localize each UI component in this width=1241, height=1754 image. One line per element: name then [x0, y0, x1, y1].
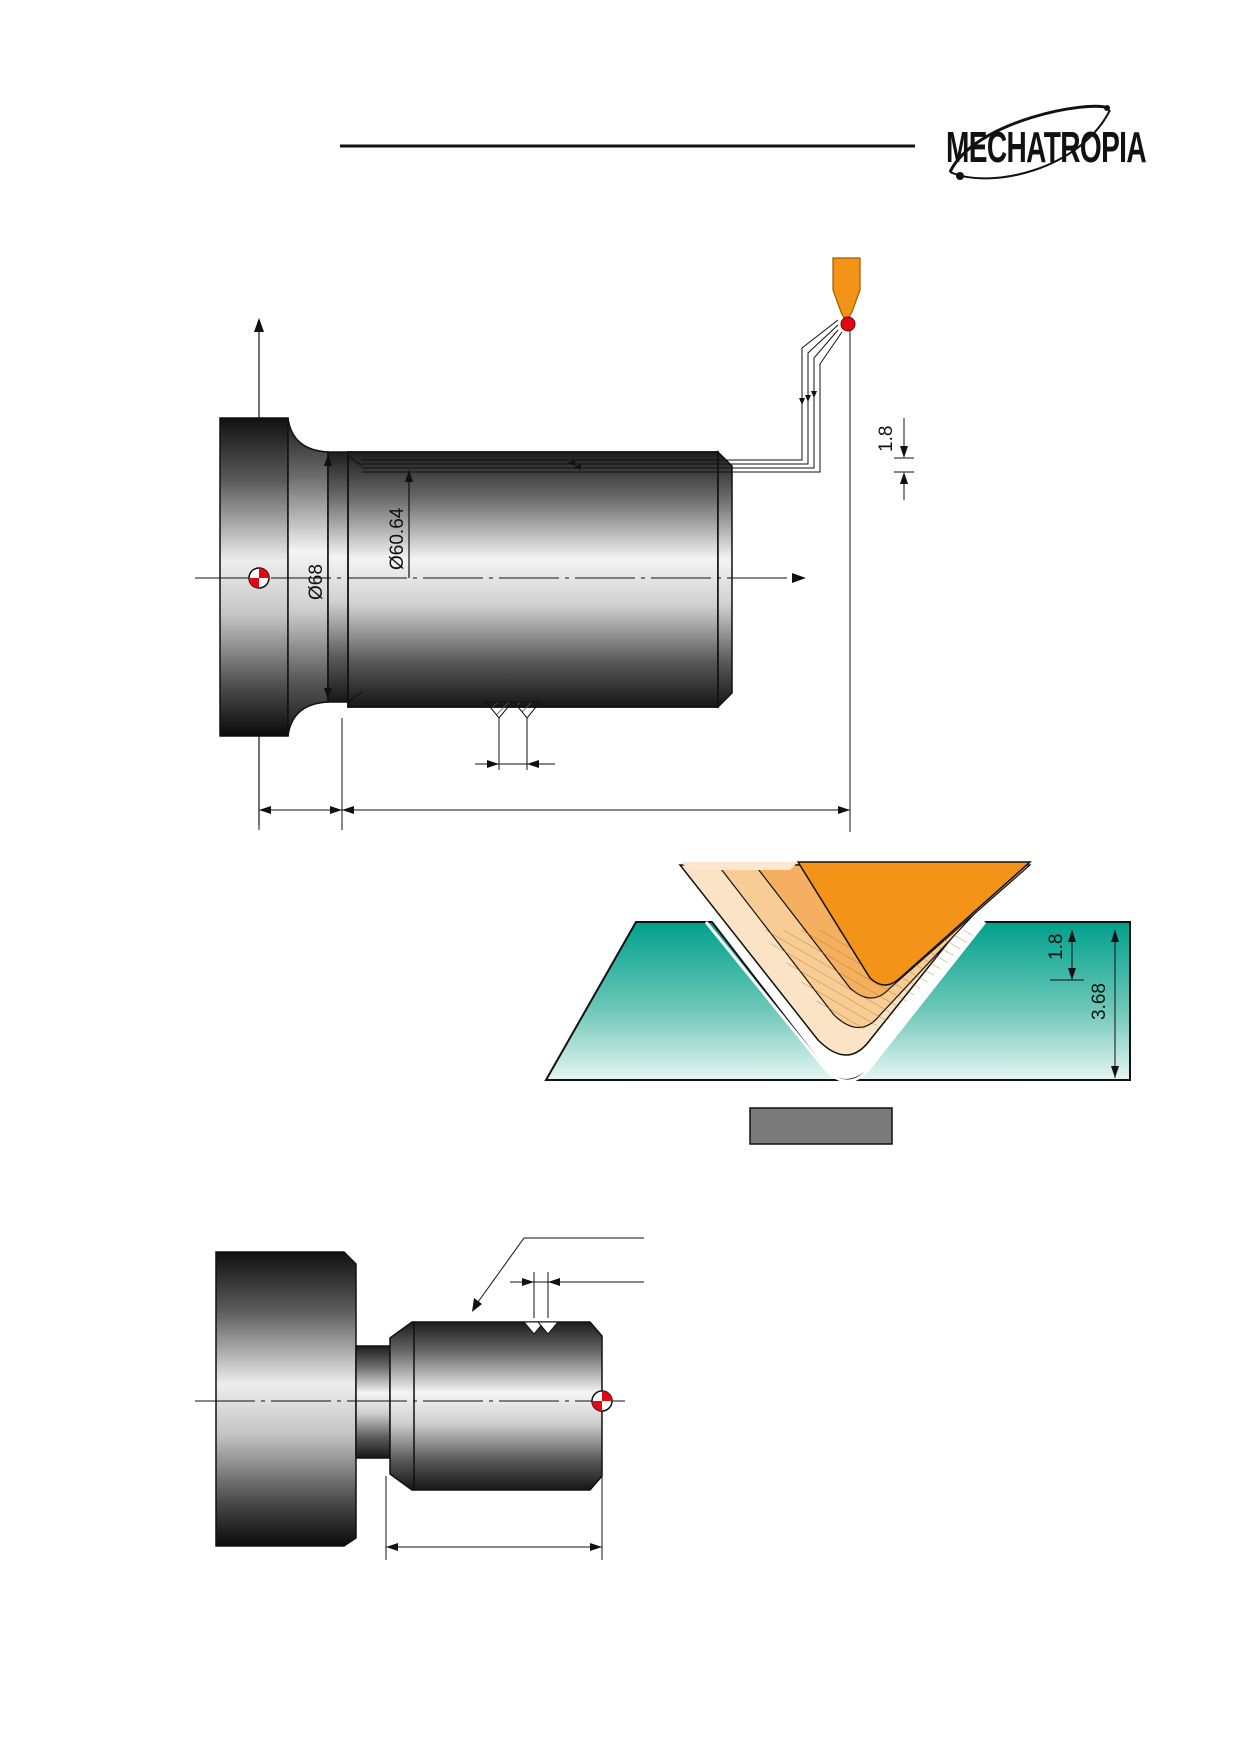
thread-end-line	[347, 691, 363, 703]
len-arrow-1	[259, 806, 271, 814]
dim-pass-depth-label: 1.8	[1046, 934, 1067, 960]
pitch-callout-arrow-right	[548, 1278, 560, 1286]
thread-start-line	[347, 455, 363, 467]
diagram-thread-passes: 1.8 3.68	[544, 861, 1131, 1145]
logo-text: MECHATROPIA	[946, 123, 1146, 172]
len-arrow-2	[330, 806, 342, 814]
total-depth-arrow-bottom	[1111, 1066, 1119, 1078]
orbit-logo-icon	[948, 104, 1111, 180]
thread-profile	[484, 701, 542, 719]
part-chamfer	[717, 450, 733, 709]
dim-total-depth-label: 3.68	[1089, 983, 1110, 1020]
y-axis-arrow	[254, 318, 264, 332]
dim-id-label: Ø60.64	[387, 507, 408, 570]
dim-od-label: Ø68	[306, 564, 327, 600]
datum-target-icon	[248, 567, 270, 589]
part-thread-section	[347, 451, 719, 708]
diagram-finished-part	[195, 1237, 644, 1560]
dim-depth-label-top: 1.8	[876, 426, 897, 452]
pass-depth-arrow-top	[1068, 930, 1076, 942]
dim-od-arrow-top	[324, 454, 332, 466]
depth-dim-arrow-upper	[900, 446, 908, 458]
datum-target-icon	[591, 1390, 613, 1412]
leader-line	[477, 1237, 644, 1303]
pitch-callout-arrow-left	[522, 1278, 534, 1286]
dim-id-arrow	[405, 470, 413, 482]
len-arrow-4	[838, 806, 850, 814]
lathe-tool-icon	[832, 257, 861, 332]
diagram-threading-setup: Ø68 Ø60.64 1.8	[195, 257, 914, 832]
dim-od-arrow-bottom	[324, 688, 332, 700]
total-depth-arrow-top	[1111, 930, 1119, 942]
pass-depth-arrow-bottom	[1068, 968, 1076, 980]
finished-neck	[355, 1345, 391, 1459]
finished-len-arrow-right	[590, 1543, 602, 1551]
pass-direction-arrows	[568, 391, 817, 470]
finished-thread-notch	[522, 1321, 546, 1335]
pitch-arrow-right	[527, 760, 539, 768]
len-arrow-3	[342, 806, 354, 814]
leader-arrow	[472, 1298, 482, 1312]
finished-flange	[215, 1251, 357, 1547]
thread-tool-icon	[796, 861, 1032, 986]
thread-v-outline	[704, 921, 987, 1083]
pitch-arrow-left	[487, 760, 499, 768]
finished-thread-notch-2	[536, 1321, 560, 1335]
tool-pass-lines	[362, 319, 843, 473]
centerline-arrow	[792, 573, 806, 583]
finished-len-arrow-left	[386, 1543, 398, 1551]
label-box	[749, 1107, 893, 1145]
finished-shaft	[389, 1321, 603, 1491]
tool-offset-strip	[680, 862, 798, 870]
depth-dim-arrow-lower	[900, 472, 908, 484]
